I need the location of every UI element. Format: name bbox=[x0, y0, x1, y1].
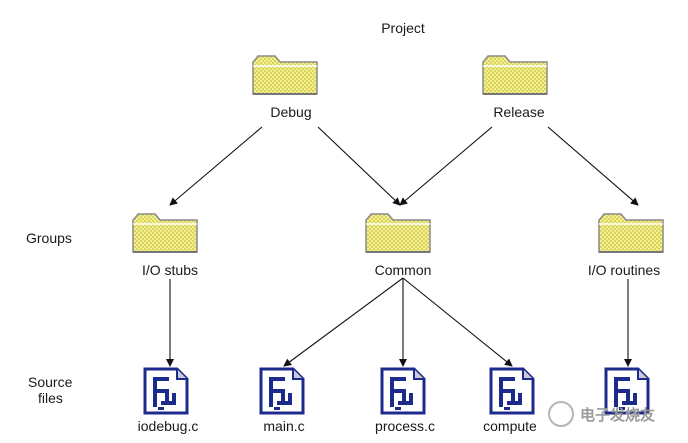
edge-common-main bbox=[283, 277, 404, 367]
file-label-iodebug: iodebug.c bbox=[137, 418, 199, 434]
file-label-process: process.c bbox=[375, 418, 435, 434]
row-label-source: Source bbox=[28, 374, 73, 390]
row-label-groups: Groups bbox=[26, 230, 72, 246]
row-label-files: files bbox=[38, 390, 63, 406]
group-label-common: Common bbox=[374, 262, 432, 278]
file-label-compute: compute bbox=[483, 418, 537, 434]
folder-icon bbox=[363, 210, 433, 261]
source-file-icon bbox=[600, 367, 656, 420]
watermark-circle-icon bbox=[548, 401, 574, 427]
edge-debug-common bbox=[317, 126, 401, 206]
folder-icon bbox=[130, 210, 200, 261]
file-label-main: main.c bbox=[263, 418, 305, 434]
source-file-icon bbox=[139, 367, 195, 420]
folder-icon bbox=[250, 52, 320, 103]
edge-release-io-routines bbox=[547, 126, 639, 206]
group-label-io-routines: I/O routines bbox=[587, 262, 661, 278]
source-file-icon bbox=[376, 367, 432, 420]
source-file-icon bbox=[255, 367, 311, 420]
watermark-logo: 电子发烧友 bbox=[548, 396, 684, 432]
edge-release-common bbox=[399, 126, 493, 206]
source-file-icon bbox=[485, 367, 541, 420]
edge-common-compute bbox=[402, 277, 513, 367]
folder-icon bbox=[596, 210, 666, 261]
project-title: Project bbox=[381, 20, 425, 36]
config-label-debug: Debug bbox=[270, 104, 312, 120]
folder-icon bbox=[480, 52, 550, 103]
watermark-text: 电子发烧友 bbox=[580, 406, 656, 424]
edge-debug-io-stubs bbox=[169, 126, 263, 206]
group-label-io-stubs: I/O stubs bbox=[141, 262, 199, 278]
config-label-release: Release bbox=[493, 104, 545, 120]
